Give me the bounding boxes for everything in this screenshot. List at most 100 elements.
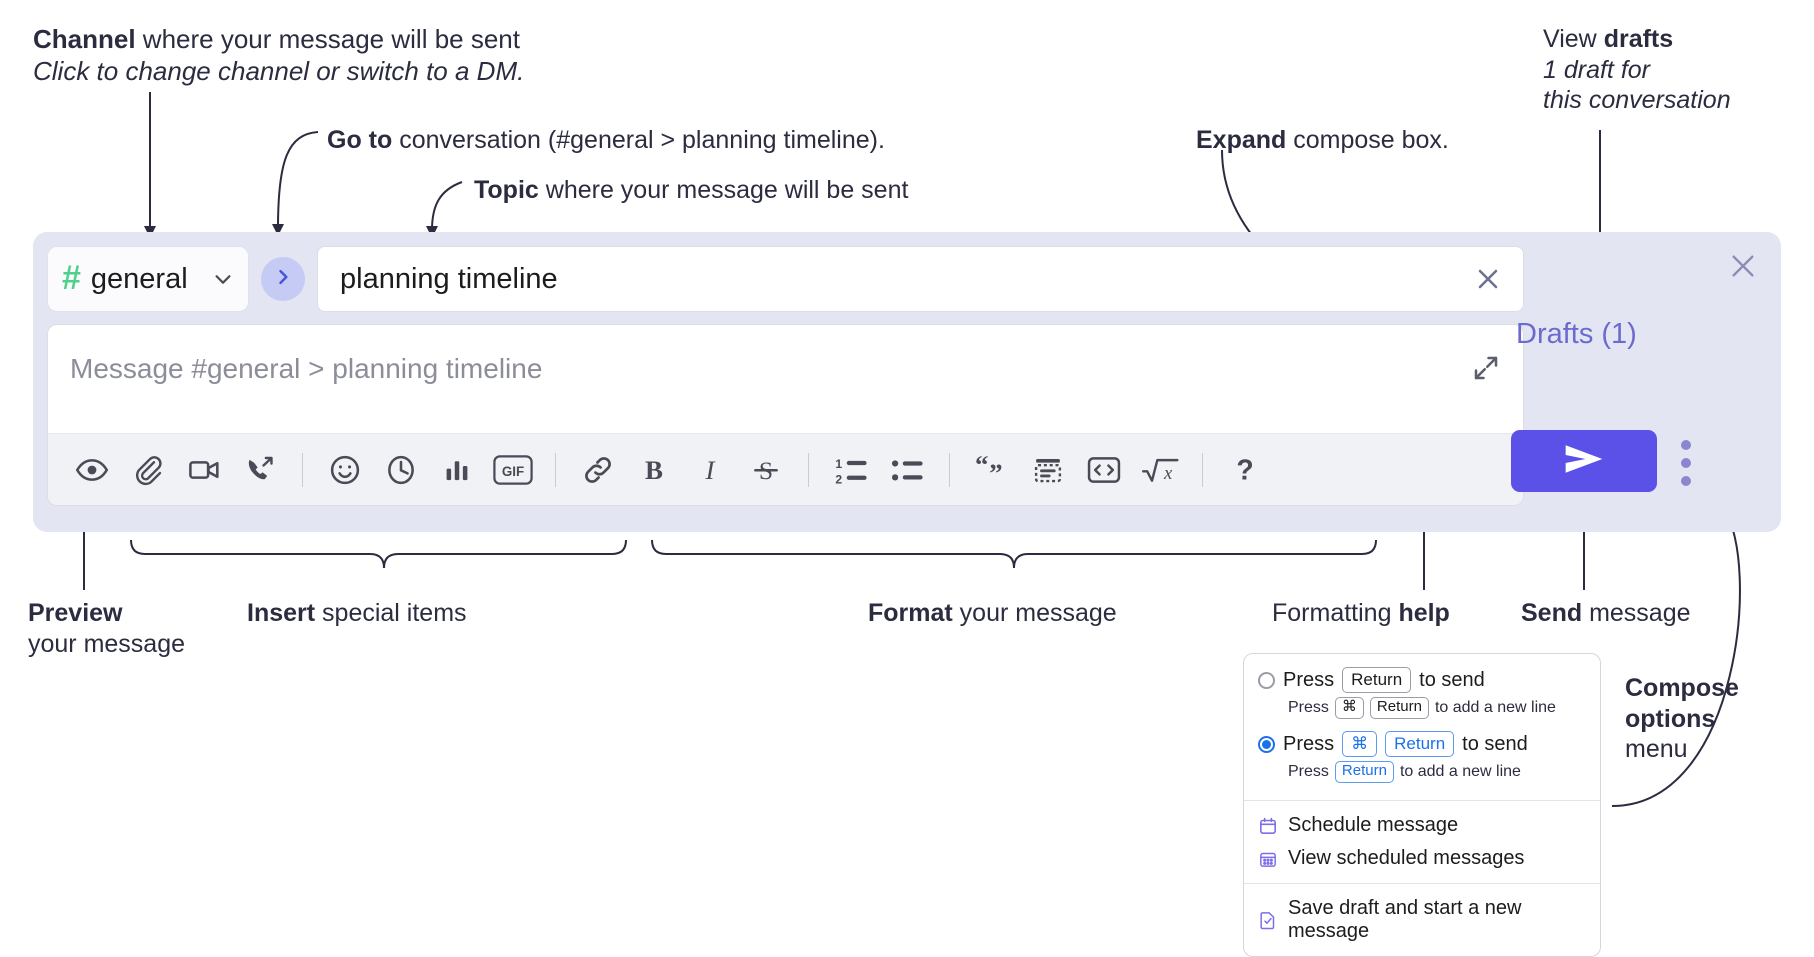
annotation-send: Send message xyxy=(1521,598,1691,629)
gif-icon[interactable]: GIF xyxy=(485,442,541,498)
key-return: Return xyxy=(1334,761,1394,783)
menu-item-view-scheduled-messages[interactable]: View scheduled messages xyxy=(1244,842,1600,875)
annotation-help-bold: help xyxy=(1398,599,1450,627)
blockquote-icon[interactable]: “ ” xyxy=(964,442,1020,498)
bullet-list-icon[interactable] xyxy=(879,442,935,498)
channel-name: general xyxy=(90,262,188,295)
annotation-insert: Insert special items xyxy=(247,598,467,629)
key-command: ⌘ xyxy=(1342,731,1378,758)
send-icon xyxy=(1558,438,1610,485)
toolbar-separator xyxy=(949,452,950,487)
save-draft-icon xyxy=(1258,910,1278,930)
menu-item-schedule-message[interactable]: Schedule message xyxy=(1244,809,1600,842)
annotation-compose-options-l2: options xyxy=(1625,704,1716,733)
annotation-format: Format your message xyxy=(868,598,1117,629)
annotation-channel-bold: Channel xyxy=(33,24,136,54)
channel-selector[interactable]: # general xyxy=(47,246,249,312)
svg-text:GIF: GIF xyxy=(502,464,524,479)
svg-text:1: 1 xyxy=(835,457,842,471)
radio-button-selected[interactable] xyxy=(1258,735,1275,753)
menu-divider xyxy=(1244,883,1600,884)
svg-text:”: ” xyxy=(989,457,1002,486)
italic-icon[interactable]: I xyxy=(682,442,738,498)
help-icon[interactable]: ? xyxy=(1217,442,1273,498)
annotation-preview-rest: your message xyxy=(28,629,186,658)
annotation-channel: Channel where your message will be sent … xyxy=(33,24,524,87)
clock-icon[interactable] xyxy=(373,442,429,498)
menu-item-label: Save draft and start a new message xyxy=(1288,897,1522,942)
compose-header-row: # general planning timeline xyxy=(47,246,1524,312)
bold-icon[interactable]: B xyxy=(626,442,682,498)
emoji-icon[interactable] xyxy=(317,442,373,498)
annotation-preview-bold: Preview xyxy=(28,599,123,627)
compose-main-column: # general planning timeline Message #gen… xyxy=(47,246,1524,518)
toolbar-separator xyxy=(808,452,809,487)
toolbar-separator xyxy=(1202,452,1203,487)
strikethrough-icon[interactable]: S xyxy=(738,442,794,498)
expand-icon[interactable] xyxy=(1471,353,1501,383)
compose-options-menu: Press Return to send Press ⌘ Return to a… xyxy=(1243,653,1601,957)
label: to add a new line xyxy=(1434,699,1556,717)
annotation-drafts-l1: 1 draft for xyxy=(1543,55,1650,84)
kebab-menu-icon[interactable] xyxy=(1681,440,1691,494)
close-icon[interactable] xyxy=(1727,250,1759,282)
label: to send xyxy=(1462,732,1528,755)
attachment-icon[interactable] xyxy=(120,442,176,498)
radio-button[interactable] xyxy=(1258,671,1275,689)
math-icon[interactable]: x xyxy=(1132,442,1188,498)
annotation-compose-options-l1: Compose xyxy=(1625,674,1739,702)
goto-conversation-button[interactable] xyxy=(261,257,305,301)
annotation-channel-italic: Click to change channel or switch to a D… xyxy=(33,55,525,86)
menu-item-save-draft[interactable]: Save draft and start a new message xyxy=(1244,892,1600,948)
video-icon[interactable] xyxy=(176,442,232,498)
audio-call-icon[interactable] xyxy=(232,442,288,498)
annotation-drafts-bold: drafts xyxy=(1603,25,1674,53)
annotation-expand: Expand compose box. xyxy=(1196,125,1449,156)
annotation-insert-bold: Insert xyxy=(247,599,316,627)
compose-box: # general planning timeline Message #gen… xyxy=(33,232,1781,532)
annotation-drafts-l2: this conversation xyxy=(1543,86,1731,114)
toolbar-separator xyxy=(302,452,303,487)
svg-text:B: B xyxy=(645,454,663,484)
annotation-format-rest: your message xyxy=(952,599,1117,627)
poll-icon[interactable] xyxy=(429,442,485,498)
code-block-icon[interactable] xyxy=(1020,442,1076,498)
annotation-compose-options-l3: menu xyxy=(1625,735,1688,763)
annotation-preview: Preview your message xyxy=(28,598,185,659)
label: to add a new line xyxy=(1399,763,1521,781)
send-option-cmd-return-sub: Press Return to add a new line xyxy=(1288,761,1586,783)
kebab-dot xyxy=(1681,458,1691,468)
ordered-list-icon[interactable]: 1 2 xyxy=(823,442,879,498)
annotation-drafts-pre: View xyxy=(1543,25,1604,53)
annotation-goto-bold: Go to xyxy=(327,126,393,154)
annotation-help: Formatting help xyxy=(1272,598,1450,629)
menu-divider xyxy=(1244,800,1600,801)
send-option-cmd-return-main: Press ⌘ Return to send xyxy=(1258,731,1586,758)
send-option-cmd-return[interactable]: Press ⌘ Return to send Press Return to a… xyxy=(1244,728,1600,792)
kebab-dot xyxy=(1681,440,1691,450)
link-icon[interactable] xyxy=(570,442,626,498)
topic-value: planning timeline xyxy=(340,262,558,295)
label: to send xyxy=(1419,668,1485,691)
topic-input[interactable]: planning timeline xyxy=(317,246,1524,312)
annotation-drafts: View drafts 1 draft for this conversatio… xyxy=(1543,24,1731,116)
code-icon[interactable] xyxy=(1076,442,1132,498)
send-button[interactable] xyxy=(1511,430,1657,492)
close-icon[interactable] xyxy=(1471,262,1505,296)
hash-icon: # xyxy=(62,258,81,297)
drafts-link[interactable]: Drafts (1) xyxy=(1516,318,1637,350)
annotation-send-rest: message xyxy=(1582,599,1691,627)
message-input-area[interactable]: Message #general > planning timeline xyxy=(47,324,1524,506)
label: Press xyxy=(1288,763,1329,781)
svg-text:I: I xyxy=(705,454,717,484)
send-option-return-sub: Press ⌘ Return to add a new line xyxy=(1288,697,1586,719)
annotation-goto-rest: conversation (#general > planning timeli… xyxy=(392,126,885,154)
preview-icon[interactable] xyxy=(64,442,120,498)
annotation-topic: Topic where your message will be sent xyxy=(474,175,908,206)
send-option-return[interactable]: Press Return to send Press ⌘ Return to a… xyxy=(1244,664,1600,728)
chevron-right-icon xyxy=(273,267,293,292)
label: Press xyxy=(1283,732,1335,755)
calendar-grid-icon xyxy=(1258,849,1278,869)
annotation-topic-bold: Topic xyxy=(474,176,539,204)
menu-item-label: View scheduled messages xyxy=(1288,847,1525,869)
